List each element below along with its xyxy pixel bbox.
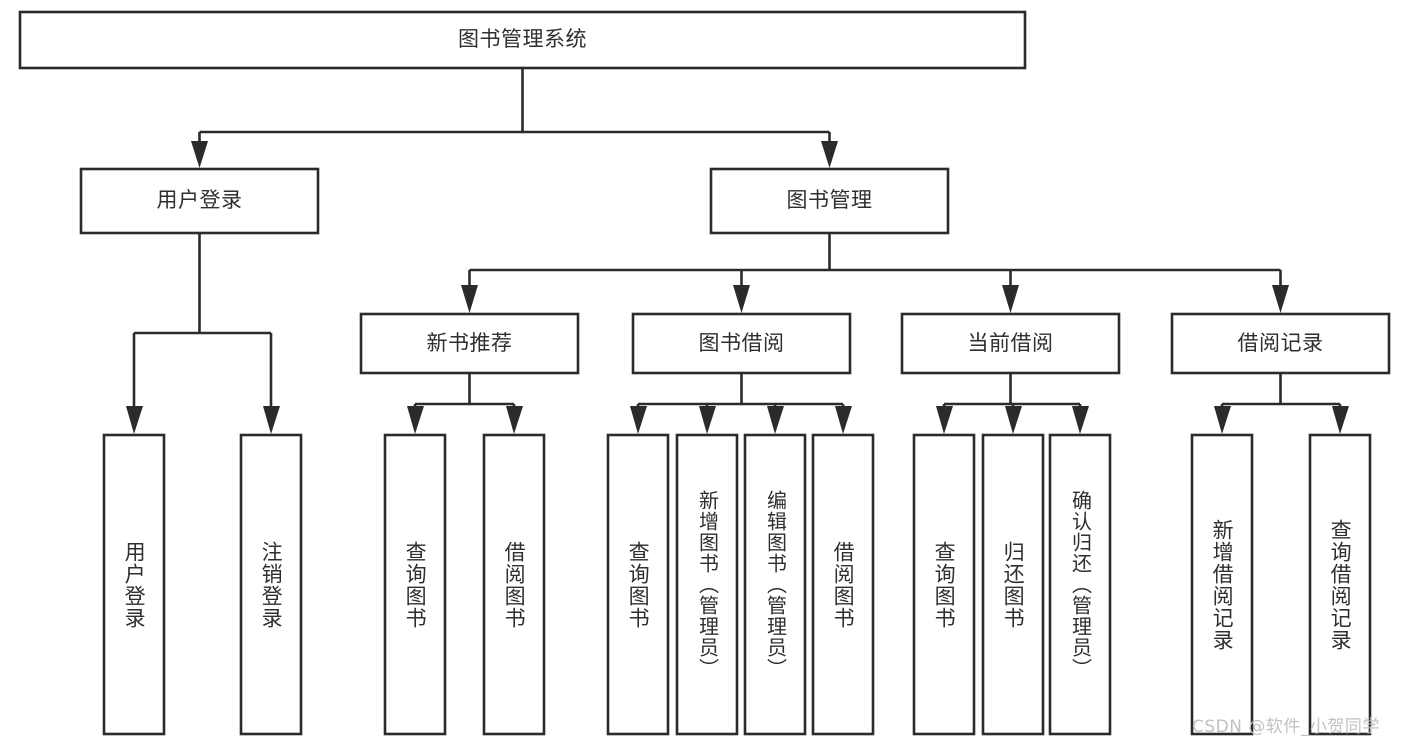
node-label-leaf-edit-book-admin: 编辑图书（管理员） [763,490,788,679]
node-box-leaf-logout[interactable] [239,433,303,736]
node-label-book-management: 图书管理 [786,188,873,213]
node-label-leaf-logout: 注销登录 [259,540,284,629]
node-box-leaf-borrow-books[interactable] [811,433,875,736]
arrowhead-bm-to-borrowing-records [1272,285,1289,313]
node-box-leaf-confirm-return-admin[interactable] [1048,433,1112,736]
node-label-leaf-query-books-rec: 查询图书 [403,540,428,629]
node-boxes-layer [18,10,1391,736]
arrowhead-nb-to-leaf1 [407,406,424,434]
arrowhead-cb-to-leaf1 [936,406,953,434]
node-label-current-borrowing: 当前借阅 [967,330,1054,355]
node-box-leaf-return-books[interactable] [981,433,1045,736]
connector-lines-layer [126,68,1349,434]
node-label-leaf-query-books-borrow: 查询图书 [626,540,651,629]
arrowhead-cb-to-leaf2 [1005,406,1022,434]
arrowhead-bb-to-leaf4 [835,406,852,434]
node-box-user-login[interactable] [79,167,320,235]
node-label-leaf-add-borrow-record: 新增借阅记录 [1210,518,1235,651]
node-box-leaf-query-books-current[interactable] [912,433,976,736]
arrowhead-nb-to-leaf2 [506,406,523,434]
arrowhead-cb-to-leaf3 [1072,406,1089,434]
node-label-leaf-borrow-books-rec: 借阅图书 [502,540,527,629]
arrowhead-bb-to-leaf3 [767,406,784,434]
node-box-leaf-edit-book-admin[interactable] [743,433,807,736]
node-box-title[interactable] [18,10,1027,70]
node-label-borrowing-records: 借阅记录 [1237,330,1324,355]
node-box-leaf-borrow-books-rec[interactable] [482,433,546,736]
node-box-new-book-recommendation[interactable] [359,312,580,375]
arrowhead-bm-to-book-borrowing [733,285,750,313]
arrowhead-user-login-to-leaf2 [263,406,280,434]
node-box-leaf-add-book-admin[interactable] [675,433,739,736]
arrowhead-root-to-user-login [191,141,208,168]
arrowhead-root-to-book-management [821,141,838,168]
node-label-leaf-confirm-return-admin: 确认归还（管理员） [1068,490,1093,679]
node-label-leaf-query-books-current: 查询图书 [932,540,957,629]
node-label-title: 图书管理系统 [458,27,587,52]
node-box-leaf-user-login[interactable] [102,433,166,736]
arrowhead-user-login-to-leaf1 [126,406,143,434]
node-label-leaf-add-book-admin: 新增图书（管理员） [695,490,720,679]
node-box-leaf-query-books-rec[interactable] [383,433,447,736]
arrowhead-bb-to-leaf2 [699,406,716,434]
node-box-leaf-add-borrow-record[interactable] [1190,433,1254,736]
node-box-leaf-query-borrow-record[interactable] [1308,433,1372,736]
node-label-user-login: 用户登录 [156,188,243,213]
node-label-leaf-return-books: 归还图书 [1001,540,1026,629]
arrowhead-bm-to-new-book [461,285,478,313]
arrowhead-br-to-leaf1 [1214,406,1231,434]
node-label-leaf-user-login: 用户登录 [122,540,147,629]
node-box-current-borrowing[interactable] [900,312,1121,375]
node-label-leaf-query-borrow-record: 查询借阅记录 [1328,518,1353,651]
node-box-leaf-query-books-borrow[interactable] [606,433,670,736]
arrowhead-bm-to-current-borrowing [1002,285,1019,313]
node-label-leaf-borrow-books: 借阅图书 [831,540,856,629]
csdn-watermark: CSDN @软件_小贺同学 [1192,717,1380,737]
node-label-new-book-recommendation: 新书推荐 [426,330,513,355]
arrowhead-bb-to-leaf1 [630,406,647,434]
node-label-book-borrowing: 图书借阅 [698,330,785,355]
arrowhead-br-to-leaf2 [1332,406,1349,434]
